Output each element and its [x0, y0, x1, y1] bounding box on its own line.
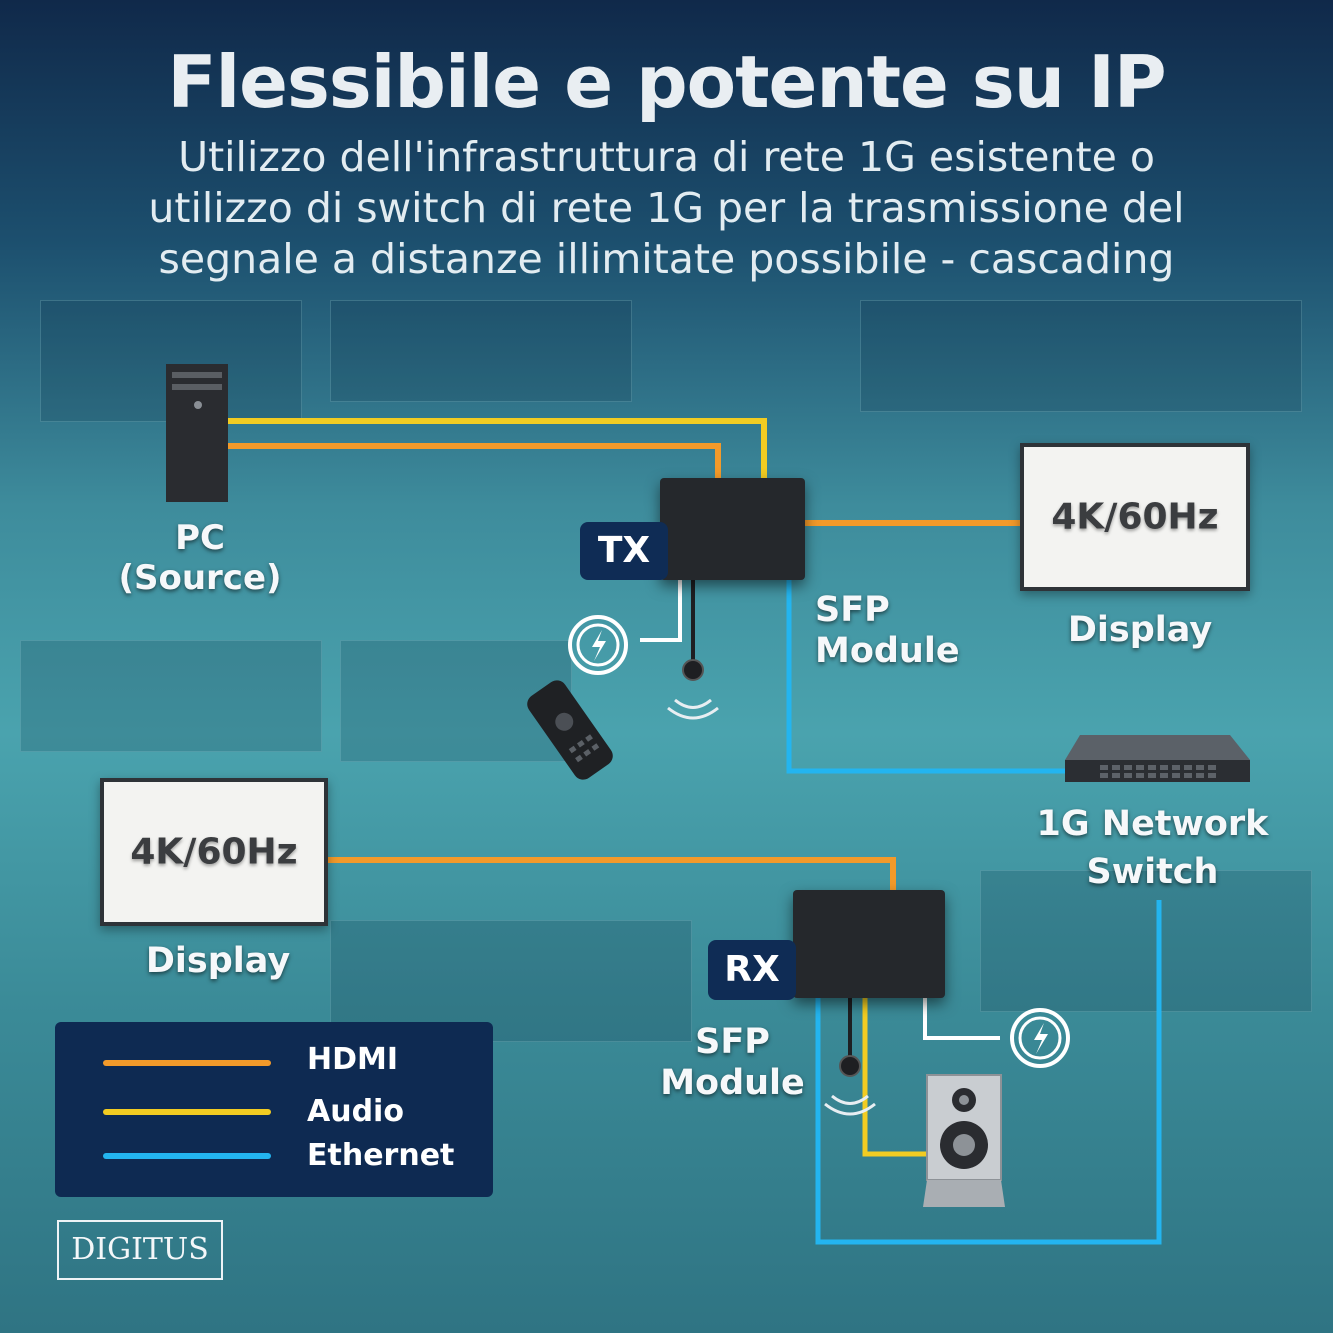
audio-cable-pc-tx [228, 418, 767, 480]
network-switch-icon [1065, 735, 1250, 782]
ethernet-cable-switch-rx [815, 900, 1162, 1245]
subtitle-line: utilizzo di switch di rete 1G per la tra… [148, 184, 1185, 232]
bg-panel [980, 870, 1312, 1012]
rx-extender-device [793, 890, 945, 998]
legend-label-audio: Audio [307, 1094, 404, 1129]
switch-label-line: 1G Network [1036, 804, 1269, 844]
legend: HDMI Audio Ethernet [55, 1022, 493, 1197]
sfp-label-line: SFP [695, 1022, 770, 1062]
legend-swatch-hdmi [103, 1060, 271, 1066]
sfp-label-line: Module [660, 1063, 805, 1103]
subtitle: Utilizzo dell'infrastruttura di rete 1G … [60, 132, 1273, 285]
display-left: 4K/60Hz [100, 778, 328, 926]
sfp-label-line: Module [815, 631, 960, 671]
bg-panel [20, 640, 322, 752]
sfp-module-label: SFP Module [660, 1022, 805, 1104]
bg-panel [860, 300, 1302, 412]
ir-receiver-icon [667, 659, 719, 720]
display-resolution: 4K/60Hz [130, 831, 298, 873]
hdmi-cable-pc-tx [228, 443, 721, 480]
rx-tag: RX [708, 940, 796, 1000]
pc-label-line: (Source) [118, 558, 282, 598]
power-cable-rx [923, 998, 1000, 1040]
display-label: Display [145, 941, 291, 981]
speaker-icon [923, 1074, 1005, 1207]
sfp-module-label: SFP Module [815, 590, 960, 672]
power-icon [568, 615, 628, 675]
pc-tower-icon [166, 364, 228, 502]
display-top: 4K/60Hz [1020, 443, 1250, 591]
pc-label: PC (Source) [100, 518, 300, 598]
pc-label-line: PC [175, 518, 225, 558]
legend-swatch-ethernet [103, 1153, 271, 1159]
digitus-logo: DIGITUS [57, 1220, 223, 1280]
bg-panel [330, 300, 632, 402]
legend-label-hdmi: HDMI [307, 1042, 399, 1077]
page-title: Flessibile e potente su IP [167, 40, 1166, 124]
display-resolution: 4K/60Hz [1051, 496, 1219, 538]
ir-receiver-icon [824, 1055, 876, 1116]
ethernet-cable-tx-switch [786, 580, 1067, 774]
network-switch-label: 1G Network Switch [1035, 800, 1270, 896]
power-icon [1010, 1008, 1070, 1068]
switch-label-line: Switch [1086, 852, 1219, 892]
subtitle-line: Utilizzo dell'infrastruttura di rete 1G … [178, 133, 1155, 181]
tx-tag: TX [580, 522, 668, 580]
remote-control-icon [527, 680, 613, 780]
legend-label-ethernet: Ethernet [307, 1138, 455, 1173]
legend-swatch-audio [103, 1109, 271, 1115]
sfp-label-line: SFP [815, 590, 890, 630]
audio-cable-rx-speaker [862, 998, 927, 1157]
tx-extender-device [660, 478, 805, 580]
subtitle-line: segnale a distanze illimitate possibile … [158, 235, 1175, 283]
display-label: Display [1067, 610, 1213, 650]
power-cable-tx [640, 580, 682, 642]
bg-panel [330, 920, 692, 1042]
